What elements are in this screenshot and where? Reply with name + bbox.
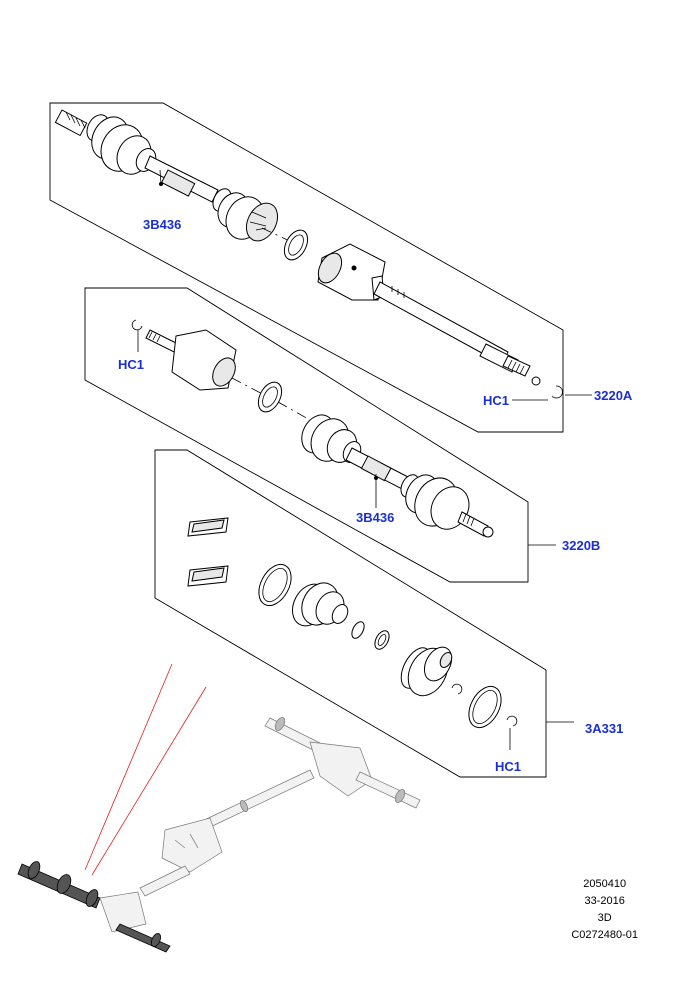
callout-3a331: 3A331 xyxy=(585,721,623,736)
circlip-right xyxy=(551,385,563,399)
reference-line-2: 33-2016 xyxy=(584,895,625,907)
circlip-kit-2 xyxy=(506,715,518,727)
grease-sachet-2 xyxy=(187,565,229,587)
reference-line-4: C0272480-01 xyxy=(571,929,638,941)
long-shaft-top xyxy=(373,281,541,386)
ring-mid xyxy=(257,381,283,413)
reference-line-1: 2050410 xyxy=(583,878,627,890)
boot-clamp-large-1 xyxy=(258,563,292,607)
group-3220a xyxy=(49,102,592,433)
circlip-kit-1 xyxy=(451,683,463,695)
boot-clamp-small-1 xyxy=(351,621,365,639)
frame-3220a xyxy=(49,102,564,433)
group-3220b xyxy=(84,287,556,583)
circlip-left xyxy=(131,319,143,331)
reference-block: 2050410 33-2016 3D C0272480-01 xyxy=(571,876,638,944)
vehicle-driveline-overview xyxy=(17,663,421,953)
pointer-line-1 xyxy=(84,663,173,871)
callout-hc1-left: HC1 xyxy=(118,357,144,372)
outer-cv-joint-top xyxy=(54,109,157,175)
inner-boot-top xyxy=(212,188,279,242)
callout-3b436-top: 3B436 xyxy=(143,217,181,232)
group-3a331 xyxy=(154,449,574,778)
callout-hc1-right: HC1 xyxy=(483,393,509,408)
callout-3220b: 3220B xyxy=(562,538,600,553)
callout-3b436-mid: 3B436 xyxy=(356,510,394,525)
grease-sachet-1 xyxy=(187,517,229,537)
tulip-housing-top xyxy=(317,243,386,301)
reference-line-3: 3D xyxy=(597,912,612,924)
outer-cv-joint-mid xyxy=(400,474,494,538)
boot-clamp-small-2 xyxy=(374,630,390,650)
callout-hc1-bottom: HC1 xyxy=(495,759,521,774)
pointer-line-2 xyxy=(91,686,207,876)
frame-3a331 xyxy=(154,449,547,778)
shaft-top xyxy=(144,155,219,203)
callout-3220a: 3220A xyxy=(594,388,633,403)
boot-outer xyxy=(291,582,349,627)
ring-top xyxy=(283,229,309,261)
boot-clamp-large-2 xyxy=(468,685,502,729)
highlighted-front-halfshaft xyxy=(17,861,101,909)
shaft-mid xyxy=(345,447,411,508)
inner-tulip-mid xyxy=(145,329,237,391)
boot-inner xyxy=(400,646,453,697)
frame-3220b xyxy=(84,287,529,583)
axis-line-top xyxy=(261,227,301,247)
